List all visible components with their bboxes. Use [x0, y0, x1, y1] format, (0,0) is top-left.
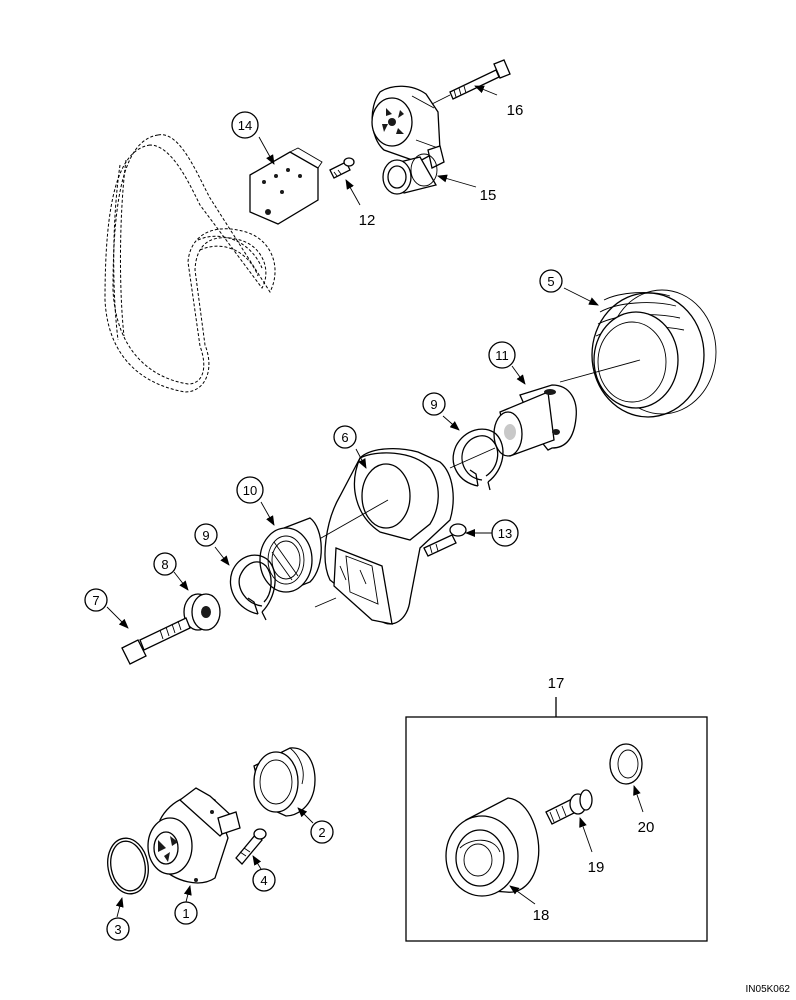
- water-pump: [147, 787, 241, 884]
- callout-5: 5: [547, 274, 554, 289]
- idler-housing-bracket: [299, 447, 454, 625]
- callout-17: 17: [548, 675, 565, 692]
- callout-4: 4: [260, 873, 267, 888]
- o-ring: [107, 837, 149, 895]
- serpentine-belt: [104, 134, 276, 393]
- kit-17-box: [405, 697, 708, 942]
- leader-lines: [106, 85, 644, 918]
- snap-ring-lower: [229, 554, 276, 621]
- callout-2: 2: [318, 825, 325, 840]
- callout-12: 12: [359, 212, 376, 229]
- pump-bolt: [235, 828, 267, 865]
- callout-19: 19: [588, 859, 605, 876]
- callout-labels: 14 16 15 12 5 11 9 6 10 13 9 8 7 17 2 4 …: [92, 102, 790, 995]
- pulley-hub: [493, 384, 577, 457]
- callout-6: 6: [341, 430, 348, 445]
- kit-seal: [609, 743, 643, 785]
- callout-1: 1: [182, 906, 189, 921]
- callout-7: 7: [92, 593, 99, 608]
- housing-bolt: [423, 523, 467, 557]
- kit-pulley: [445, 797, 540, 897]
- callout-3: 3: [114, 922, 121, 937]
- reference-code: IN05K062: [746, 984, 791, 995]
- callout-circles: [84, 111, 563, 941]
- callout-8: 8: [161, 557, 168, 572]
- belt-tensioner: [371, 85, 445, 169]
- callout-15: 15: [480, 187, 497, 204]
- idler-pulley: [382, 153, 438, 195]
- idler-bolt: [121, 617, 191, 665]
- callout-20: 20: [638, 819, 655, 836]
- snap-ring-upper: [449, 428, 504, 491]
- callout-16: 16: [507, 102, 524, 119]
- bracket-bolt: [329, 157, 355, 179]
- pump-pulley: [253, 747, 316, 817]
- callout-18: 18: [533, 907, 550, 924]
- callout-9-upper: 9: [430, 397, 437, 412]
- callout-11: 11: [495, 348, 509, 363]
- callout-10: 10: [243, 483, 257, 498]
- callout-14: 14: [238, 118, 252, 133]
- tensioner-bolt: [431, 59, 511, 105]
- kit-shoulder-bolt: [545, 789, 593, 825]
- spacer-washer: [183, 593, 221, 631]
- mounting-bracket-plate: [249, 147, 323, 225]
- ball-bearing: [259, 517, 322, 593]
- crankshaft-pulley: [559, 289, 717, 418]
- callout-9-lower: 9: [202, 528, 209, 543]
- callout-13: 13: [498, 526, 512, 541]
